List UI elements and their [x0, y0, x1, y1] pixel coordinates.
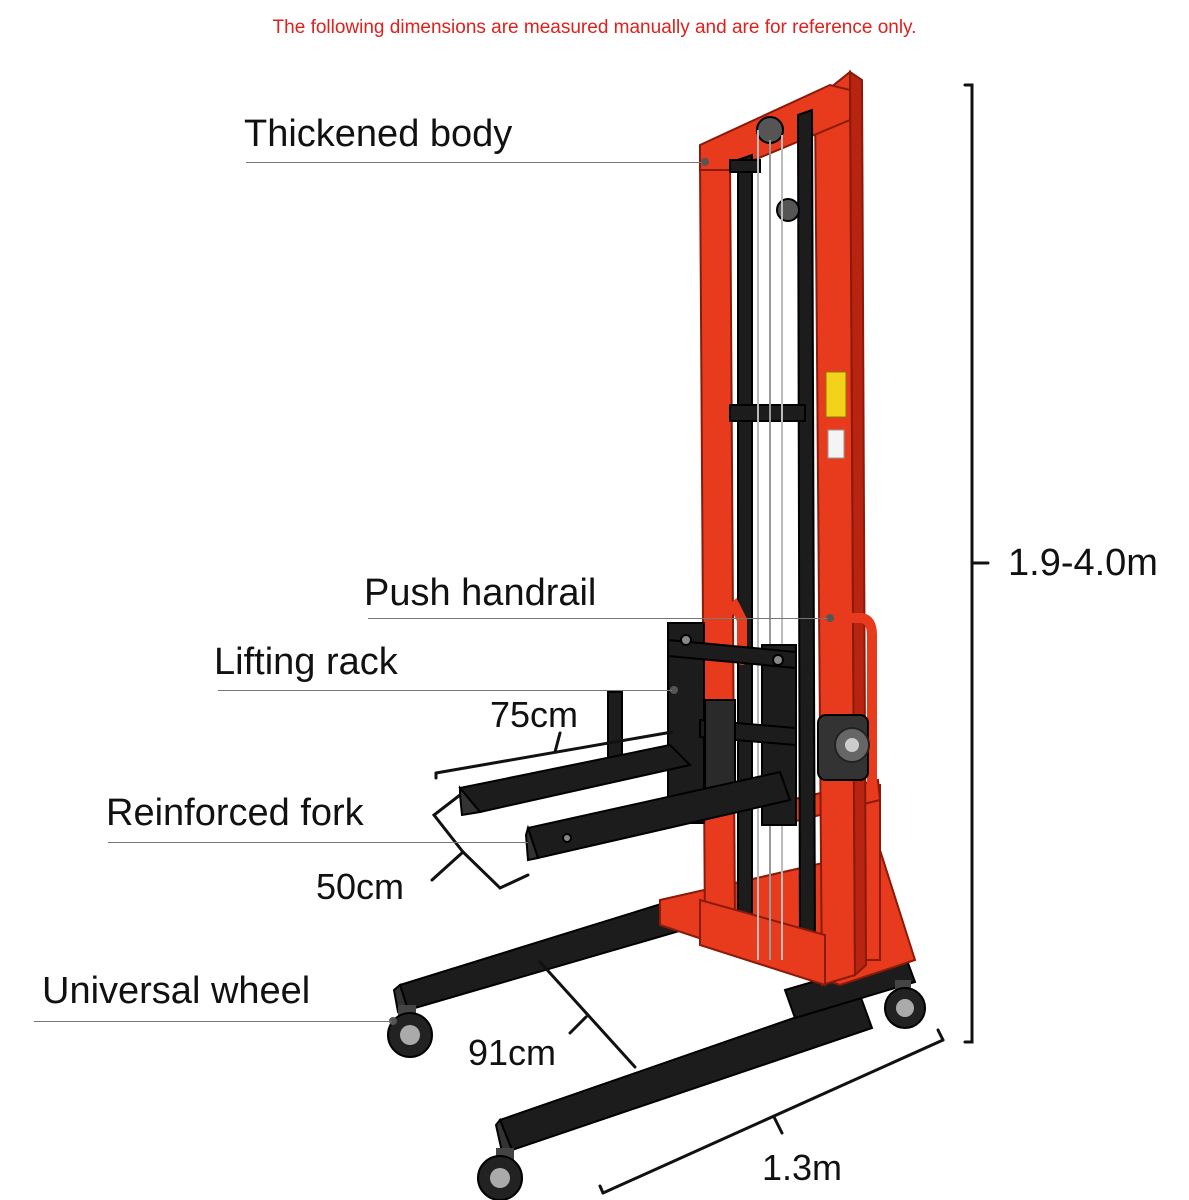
leader-dots — [389, 158, 834, 1025]
dim-base-width: 1.3m — [762, 1147, 843, 1188]
universal-wheel-front — [477, 1148, 523, 1200]
label-thickened-body: Thickened body — [244, 113, 513, 155]
reinforced-forks — [458, 743, 792, 862]
reference-notice: The following dimensions are measured ma… — [272, 17, 917, 38]
push-handrail — [723, 598, 877, 795]
leader-push-handrail — [368, 618, 828, 619]
label-universal-wheel: Universal wheel — [42, 970, 311, 1012]
leg-length-line — [538, 960, 637, 1069]
label-push-handrail: Push handrail — [364, 572, 597, 614]
dim-fork-spacing: 50cm — [316, 866, 405, 907]
dim-fork-length: 75cm — [490, 694, 579, 735]
leader-lifting-rack — [218, 690, 672, 691]
leader-thickened-body — [246, 162, 702, 163]
universal-wheel-rear — [884, 980, 926, 1029]
label-lifting-rack: Lifting rack — [214, 641, 398, 683]
dim-height: 1.9-4.0m — [1008, 542, 1158, 584]
dimension-lines — [430, 83, 990, 1195]
winch — [817, 714, 870, 781]
universal-wheel-left — [387, 1005, 433, 1058]
leader-reinforced-fork — [108, 842, 528, 843]
label-reinforced-fork: Reinforced fork — [106, 792, 364, 834]
leader-universal-wheel — [34, 1021, 392, 1022]
pulleys — [756, 116, 800, 960]
warning-sticker — [825, 371, 847, 418]
dim-leg-length: 91cm — [468, 1032, 557, 1073]
